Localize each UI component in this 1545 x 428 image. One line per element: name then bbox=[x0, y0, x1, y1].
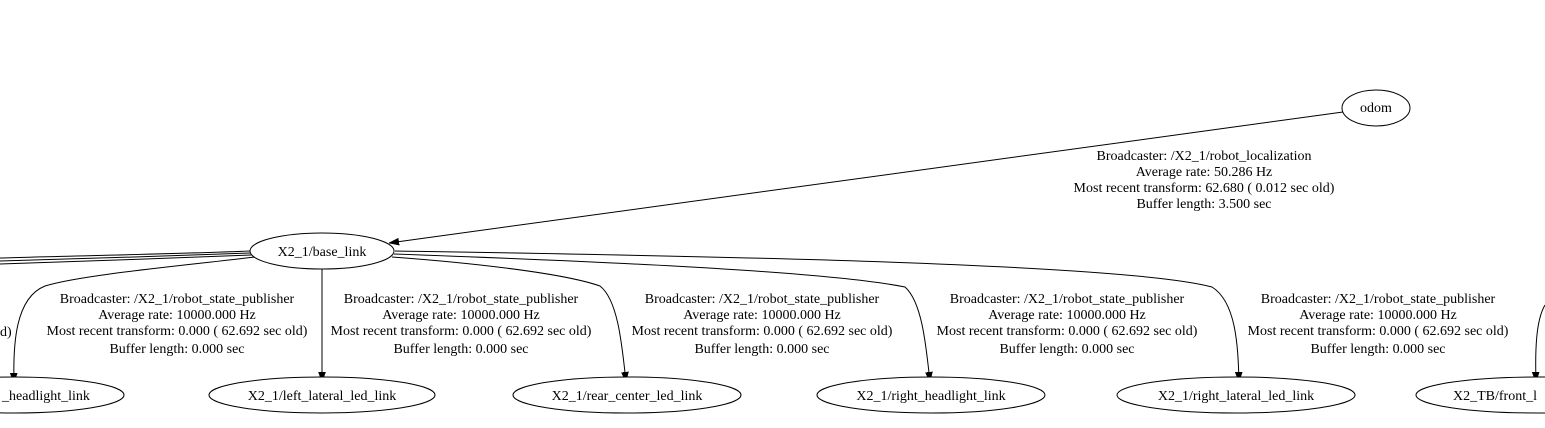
node-ellipse bbox=[249, 232, 395, 270]
node-ellipse bbox=[1341, 89, 1411, 127]
node-right-lateral-led-link[interactable]: X2_1/right_lateral_led_link bbox=[1116, 376, 1356, 414]
edge-base-link-to-offscreen-left-1 bbox=[0, 250, 251, 259]
broadcaster-text: Broadcaster: /X2_1/robot_state_publisher bbox=[950, 292, 1185, 307]
edge-label-base-to-left-lateral: Broadcaster: /X2_1/robot_state_publisher… bbox=[331, 292, 592, 357]
average-rate-text: Average rate: 10000.000 Hz bbox=[1299, 308, 1457, 323]
node-ellipse bbox=[208, 376, 436, 414]
node-left-headlight-link[interactable]: _headlight_link bbox=[0, 376, 125, 414]
edge-base-link-to-right-lateral-led bbox=[394, 250, 1239, 382]
average-rate-text: Average rate: 10000.000 Hz bbox=[988, 308, 1146, 323]
cutoff-label-text: d) bbox=[0, 325, 12, 340]
node-label: odom bbox=[1360, 101, 1392, 116]
most-recent-transform-text: Most recent transform: 0.000 ( 62.692 se… bbox=[1248, 324, 1509, 339]
node-tb-front-link[interactable]: X2_TB/front_l bbox=[1415, 376, 1545, 414]
node-odom[interactable]: odom bbox=[1341, 89, 1411, 127]
edge-base-link-to-rear-center-led bbox=[391, 256, 626, 382]
node-ellipse bbox=[816, 376, 1046, 414]
buffer-length-text: Buffer length: 0.000 sec bbox=[109, 342, 244, 357]
broadcaster-text: Broadcaster: /X2_1/robot_state_publisher bbox=[1261, 292, 1496, 307]
edge-label-base-to-right-headlight: Broadcaster: /X2_1/robot_state_publisher… bbox=[937, 292, 1198, 357]
buffer-length-text: Buffer length: 0.000 sec bbox=[393, 342, 528, 357]
edge-label-base-to-left-headlight: Broadcaster: /X2_1/robot_state_publisher… bbox=[47, 292, 308, 357]
edge-to-tb-front-link bbox=[1536, 304, 1545, 382]
edge-base-link-to-left-headlight bbox=[14, 256, 256, 383]
node-rear-center-led-link[interactable]: X2_1/rear_center_led_link bbox=[512, 376, 742, 414]
average-rate-text: Average rate: 10000.000 Hz bbox=[382, 308, 540, 323]
average-rate-text: Average rate: 10000.000 Hz bbox=[98, 308, 256, 323]
node-label: X2_1/right_headlight_link bbox=[856, 389, 1005, 404]
average-rate-text: Average rate: 10000.000 Hz bbox=[683, 308, 841, 323]
edge-base-link-to-offscreen-left-2 bbox=[0, 252, 251, 262]
node-right-headlight-link[interactable]: X2_1/right_headlight_link bbox=[816, 376, 1046, 414]
buffer-length-text: Buffer length: 0.000 sec bbox=[694, 342, 829, 357]
node-label: X2_TB/front_l bbox=[1453, 389, 1537, 404]
node-label: X2_1/base_link bbox=[278, 245, 367, 260]
broadcaster-text: Broadcaster: /X2_1/robot_state_publisher bbox=[60, 292, 295, 307]
node-left-lateral-led-link[interactable]: X2_1/left_lateral_led_link bbox=[208, 376, 436, 414]
most-recent-transform-text: Most recent transform: 0.000 ( 62.692 se… bbox=[632, 324, 893, 339]
edge-label-base-to-right-lateral: Broadcaster: /X2_1/robot_state_publisher… bbox=[1248, 292, 1509, 357]
most-recent-transform-text: Most recent transform: 0.000 ( 62.692 se… bbox=[47, 324, 308, 339]
edge-label-base-to-rear-center: Broadcaster: /X2_1/robot_state_publisher… bbox=[632, 292, 893, 357]
node-base-link[interactable]: X2_1/base_link bbox=[249, 232, 395, 270]
edge-base-link-to-right-headlight bbox=[393, 253, 930, 382]
node-ellipse bbox=[0, 376, 125, 414]
node-ellipse bbox=[512, 376, 742, 414]
node-label: X2_1/right_lateral_led_link bbox=[1158, 389, 1314, 404]
most-recent-transform-text: Most recent transform: 62.680 ( 0.012 se… bbox=[1074, 181, 1335, 196]
node-ellipse bbox=[1415, 376, 1545, 414]
most-recent-transform-text: Most recent transform: 0.000 ( 62.692 se… bbox=[937, 324, 1198, 339]
edge-base-link-to-offscreen-left-3 bbox=[0, 254, 252, 265]
node-label: _headlight_link bbox=[1, 389, 90, 404]
broadcaster-text: Broadcaster: /X2_1/robot_localization bbox=[1097, 149, 1312, 164]
buffer-length-text: Buffer length: 0.000 sec bbox=[999, 342, 1134, 357]
node-label: X2_1/left_lateral_led_link bbox=[248, 389, 397, 404]
edges bbox=[0, 111, 1545, 383]
node-ellipse bbox=[1116, 376, 1356, 414]
broadcaster-text: Broadcaster: /X2_1/robot_state_publisher bbox=[344, 292, 579, 307]
edge-odom-to-base-link bbox=[389, 111, 1344, 243]
most-recent-transform-text: Most recent transform: 0.000 ( 62.692 se… bbox=[331, 324, 592, 339]
buffer-length-text: Buffer length: 3.500 sec bbox=[1136, 197, 1271, 212]
buffer-length-text: Buffer length: 0.000 sec bbox=[1310, 342, 1445, 357]
edge-label-left-cutoff: d) bbox=[0, 325, 12, 340]
node-label: X2_1/rear_center_led_link bbox=[552, 389, 703, 404]
average-rate-text: Average rate: 50.286 Hz bbox=[1136, 165, 1273, 180]
edge-label-odom-to-base-link: Broadcaster: /X2_1/robot_localization Av… bbox=[1074, 149, 1335, 212]
broadcaster-text: Broadcaster: /X2_1/robot_state_publisher bbox=[645, 292, 880, 307]
